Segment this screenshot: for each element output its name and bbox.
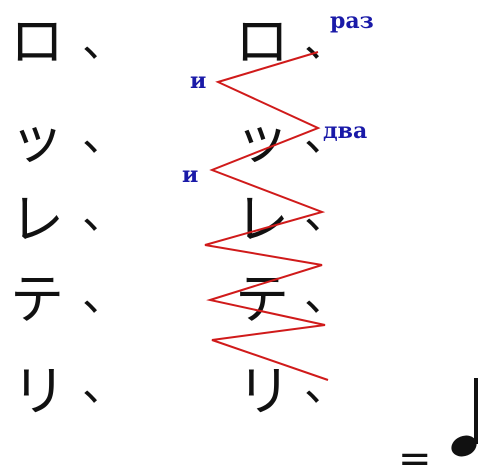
beat-zigzag-line bbox=[204, 51, 329, 381]
label-i-1: и bbox=[190, 68, 206, 94]
right-mark-2: 、 bbox=[304, 110, 348, 161]
right-mark-5: 、 bbox=[304, 360, 348, 411]
left-mark-1: 、 bbox=[82, 16, 126, 67]
left-glyph-ro: ロ bbox=[10, 10, 64, 73]
right-column: ロ 、 ッ 、 レ 、 テ 、 リ 、 bbox=[235, 10, 348, 423]
left-glyph-te: テ bbox=[10, 268, 64, 331]
left-glyph-tsu: ッ bbox=[10, 108, 64, 171]
left-glyph-re: レ bbox=[10, 188, 64, 251]
right-glyph-ri: リ bbox=[237, 360, 291, 423]
right-mark-4: 、 bbox=[304, 270, 348, 321]
quarter-note-icon bbox=[451, 378, 478, 457]
left-mark-5: 、 bbox=[82, 360, 126, 411]
label-dva: два bbox=[323, 118, 367, 144]
left-mark-3: 、 bbox=[82, 188, 126, 239]
equals-sign: = bbox=[398, 436, 432, 473]
count-labels: раз и два и bbox=[182, 8, 374, 188]
label-raz: раз bbox=[330, 8, 374, 34]
label-i-2: и bbox=[182, 162, 198, 188]
left-column: ロ 、 ッ 、 レ 、 テ 、 リ 、 bbox=[10, 10, 126, 423]
right-mark-1: 、 bbox=[304, 16, 348, 67]
left-mark-4: 、 bbox=[82, 270, 126, 321]
left-mark-2: 、 bbox=[82, 110, 126, 161]
right-mark-3: 、 bbox=[304, 188, 348, 239]
right-glyph-tsu: ッ bbox=[235, 108, 289, 171]
right-glyph-re: レ bbox=[235, 188, 289, 251]
left-glyph-ri: リ bbox=[12, 360, 66, 423]
